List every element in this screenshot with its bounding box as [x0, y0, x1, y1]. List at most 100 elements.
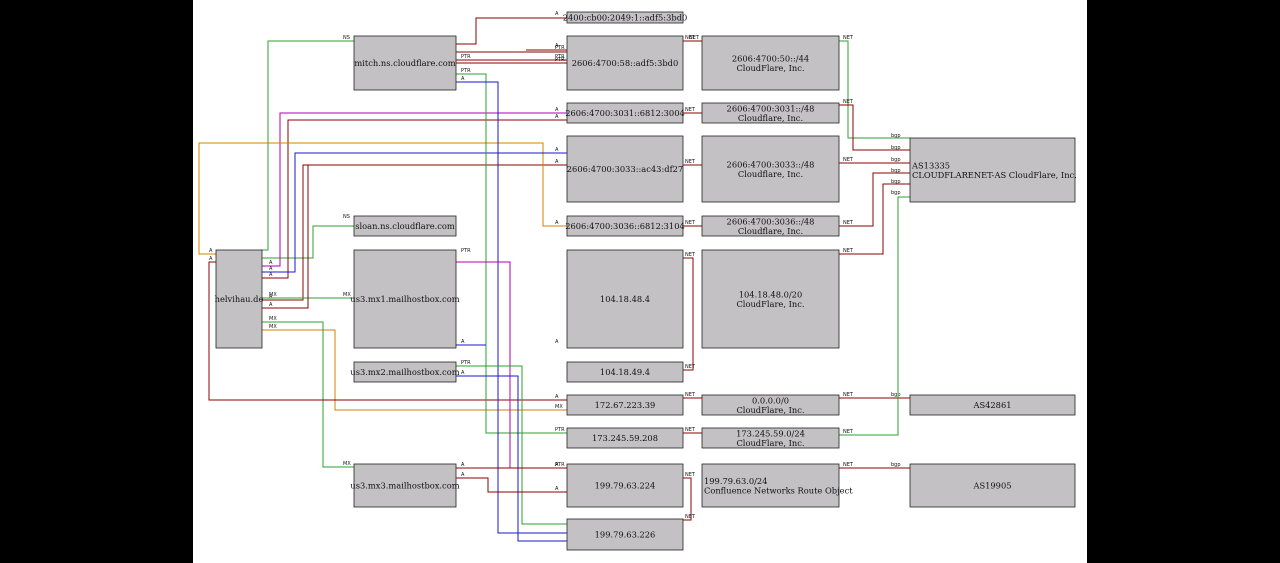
node-label: 2606:4700:3036::6812:3104 — [565, 221, 685, 231]
graph-edge: NET — [683, 220, 702, 227]
node-box — [353, 215, 457, 237]
edge-label: bgp — [891, 462, 901, 468]
node-label: Cloudflare, Inc. — [738, 226, 803, 236]
node-box — [566, 394, 684, 416]
node-label: 2606:4700:3033::ac43:df27 — [567, 164, 683, 174]
node-label: 173.245.59.0/24 — [736, 428, 805, 438]
edge-label: NET — [685, 514, 696, 520]
node-label: 199.79.63.224 — [595, 481, 656, 491]
graph-edge: NET — [683, 159, 702, 166]
graph-node[interactable]: AS42861 — [909, 394, 1076, 416]
node-box — [215, 249, 263, 349]
graph-edge: AA — [261, 107, 567, 267]
graph-node[interactable]: 2606:4700:3031::6812:3004 — [565, 102, 685, 124]
graph-node[interactable]: 173.245.59.208 — [566, 427, 684, 449]
edge-label: A — [269, 260, 273, 266]
node-box — [701, 463, 840, 508]
graph-node[interactable]: 172.67.223.39 — [566, 394, 684, 416]
graph-edge: AA — [261, 147, 567, 273]
graph-node[interactable]: helvihau.de — [215, 249, 264, 349]
graph-node[interactable]: 199.79.63.224 — [566, 463, 684, 508]
graph-node[interactable]: 2606:4700:3033::ac43:df27 — [566, 135, 684, 203]
edge-label: A — [461, 339, 465, 345]
edge-label: A — [555, 339, 559, 345]
node-box — [701, 249, 840, 349]
graph-node[interactable]: us3.mx2.mailhostbox.com — [350, 361, 460, 383]
graph-node[interactable]: us3.mx1.mailhostbox.com — [350, 249, 460, 349]
graph-node[interactable]: AS19905 — [909, 463, 1076, 508]
node-box — [566, 427, 684, 449]
edge-line — [456, 375, 567, 542]
node-box — [353, 35, 457, 91]
node-label: 2606:4700:3036::/48 — [727, 216, 815, 226]
edge-line — [683, 477, 692, 521]
edge-label: NET — [843, 392, 854, 398]
edge-label: A — [555, 220, 559, 226]
graph-edge: PTR — [456, 45, 567, 53]
node-box — [566, 35, 684, 91]
graph-node[interactable]: us3.mx3.mailhostbox.com — [350, 463, 460, 508]
graph-node[interactable]: 2606:4700:58::adf5:3bd0 — [566, 35, 684, 91]
edge-label: MX — [269, 316, 277, 322]
edge-label: NET — [843, 248, 854, 254]
edge-label: NS — [343, 214, 350, 220]
graph-edge: A — [526, 43, 567, 51]
edge-label: A — [555, 11, 559, 17]
node-label: CloudFlare, Inc. — [736, 299, 804, 309]
node-label: helvihau.de — [215, 294, 264, 304]
edge-label: A — [555, 114, 559, 120]
node-box — [566, 463, 684, 508]
node-label: us3.mx1.mailhostbox.com — [350, 294, 459, 304]
graph-edge: NET — [683, 392, 702, 399]
graph-node[interactable]: 2400:cb00:2049:1::adf5:3bd0 — [563, 11, 688, 24]
node-label: 2400:cb00:2049:1::adf5:3bd0 — [563, 13, 688, 23]
graph-edge: A — [456, 76, 567, 534]
edge-line — [456, 477, 567, 493]
edge-line — [261, 164, 567, 301]
graph-edge: PTR — [456, 360, 567, 525]
graph-node[interactable]: 2606:4700:3036::6812:3104 — [565, 215, 685, 237]
edge-line — [456, 261, 567, 469]
node-box — [566, 361, 684, 383]
edge-line — [198, 142, 567, 255]
edge-label: NET — [685, 472, 696, 478]
graph-node[interactable]: 199.79.63.226 — [566, 518, 684, 551]
edge-label: A — [269, 266, 273, 272]
edge-label: NET — [685, 159, 696, 165]
edge-line — [261, 40, 354, 251]
node-label: 0.0.0.0/0 — [752, 395, 789, 405]
edge-label: NET — [685, 220, 696, 226]
node-label: Cloudflare, Inc. — [738, 169, 803, 179]
node-label: 2606:4700:3031::6812:3004 — [565, 108, 685, 118]
graph-node[interactable]: 104.18.48.4 — [566, 249, 684, 349]
edge-label: NET — [689, 35, 700, 41]
graph-node[interactable]: mitch.ns.cloudflare.com — [353, 35, 457, 91]
graph-node[interactable]: 104.18.49.4 — [566, 361, 684, 383]
node-layer: helvihau.de mitch.ns.cloudflare.com sloan.… — [215, 11, 1077, 551]
node-box — [701, 102, 840, 124]
node-box — [701, 427, 840, 449]
node-label: 104.18.48.4 — [600, 294, 650, 304]
node-label: CloudFlare, Inc. — [736, 405, 804, 415]
edge-line — [839, 196, 910, 436]
graph-node[interactable]: sloan.ns.cloudflare.com — [353, 215, 457, 237]
edge-label: A — [209, 256, 213, 262]
node-box — [566, 249, 684, 349]
node-label: 104.18.48.0/20 — [739, 289, 803, 299]
